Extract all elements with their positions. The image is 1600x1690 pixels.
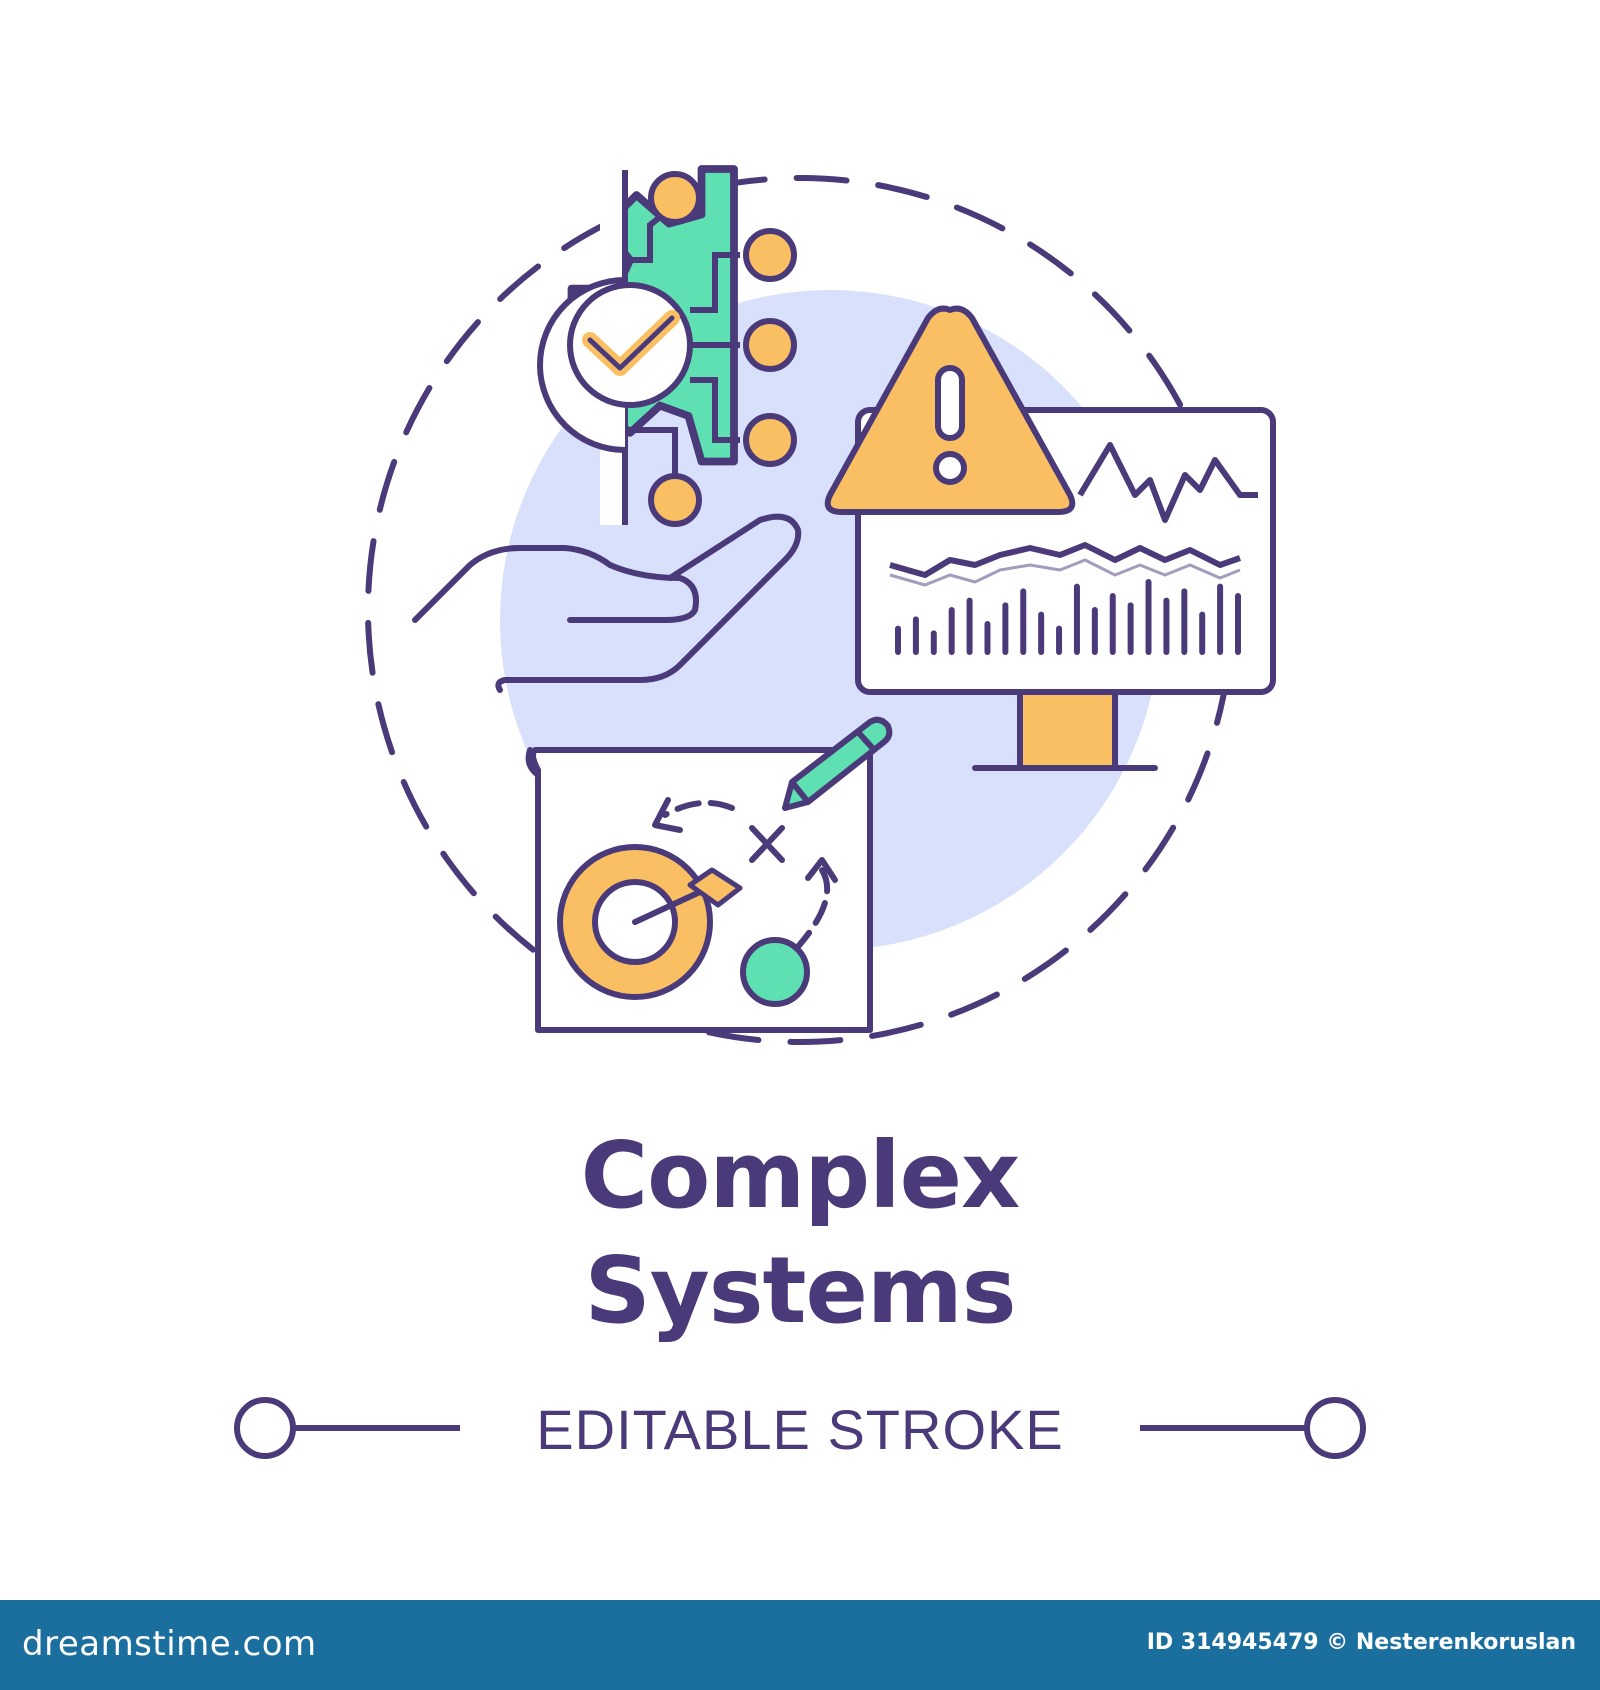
target-icon xyxy=(557,844,743,1000)
footer-logo[interactable]: dreamstime.com xyxy=(22,1624,317,1664)
check-icon xyxy=(582,310,680,376)
footer-credit: ID 314945479 © Nesterenkoruslan xyxy=(1146,1630,1576,1655)
dashed-ring xyxy=(365,175,1235,1045)
editable-stroke-label: EDITABLE STROKE xyxy=(536,1398,1064,1461)
monitor-bar-chart xyxy=(895,579,1241,655)
warning-icon xyxy=(824,305,1076,515)
title-line-1: Complex xyxy=(580,1122,1021,1229)
illustration xyxy=(365,165,1276,1045)
editable-stroke-decoration xyxy=(234,1397,1366,1459)
footer-bar: dreamstime.com ID 314945479 © Nesterenko… xyxy=(0,1600,1600,1690)
pen-icon xyxy=(782,716,893,811)
hand-icon xyxy=(412,513,802,693)
title-line-2: Systems xyxy=(584,1237,1017,1344)
right-ring-icon xyxy=(1304,1397,1366,1459)
network-nodes xyxy=(625,171,797,527)
